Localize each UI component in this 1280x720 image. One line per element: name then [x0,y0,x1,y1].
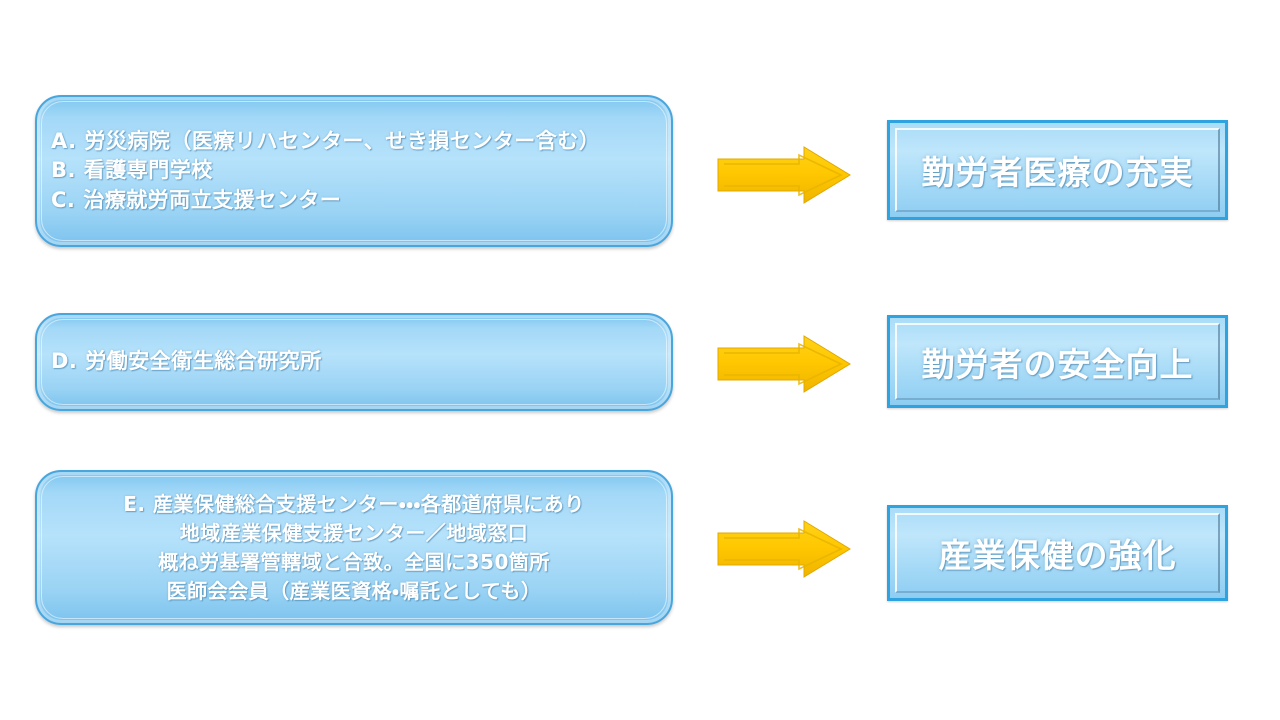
result-box-row-1[interactable]: 勤労者医療の充実 [887,120,1228,220]
result-box-row-3[interactable]: 産業保健の強化 [887,505,1228,601]
right-arrow-icon-row-1 [717,146,851,204]
result-box-row-2[interactable]: 勤労者の安全向上 [887,315,1228,408]
result-box-text-row-3: 産業保健の強化 [938,536,1177,575]
result-box-text-row-1: 勤労者医療の充実 [921,153,1194,192]
source-box-text-row-3: E. 産業保健総合支援センター・・・各都道府県にあり 地域産業保健支援センター／… [123,491,585,603]
right-arrow-icon-row-2 [717,335,851,393]
source-box-text-row-1: A. 労災病院（医療リハセンター、せき損センター含む） B. 看護専門学校 C.… [51,128,601,212]
source-box-row-2[interactable]: D. 労働安全衛生総合研究所 [35,313,673,411]
result-box-text-row-2: 勤労者の安全向上 [921,344,1194,384]
right-arrow-icon-row-3 [717,520,851,578]
source-box-row-3[interactable]: E. 産業保健総合支援センター・・・各都道府県にあり 地域産業保健支援センター／… [35,470,673,625]
source-box-row-1[interactable]: A. 労災病院（医療リハセンター、せき損センター含む） B. 看護専門学校 C.… [35,95,673,247]
source-box-text-row-2: D. 労働安全衛生総合研究所 [51,349,322,374]
